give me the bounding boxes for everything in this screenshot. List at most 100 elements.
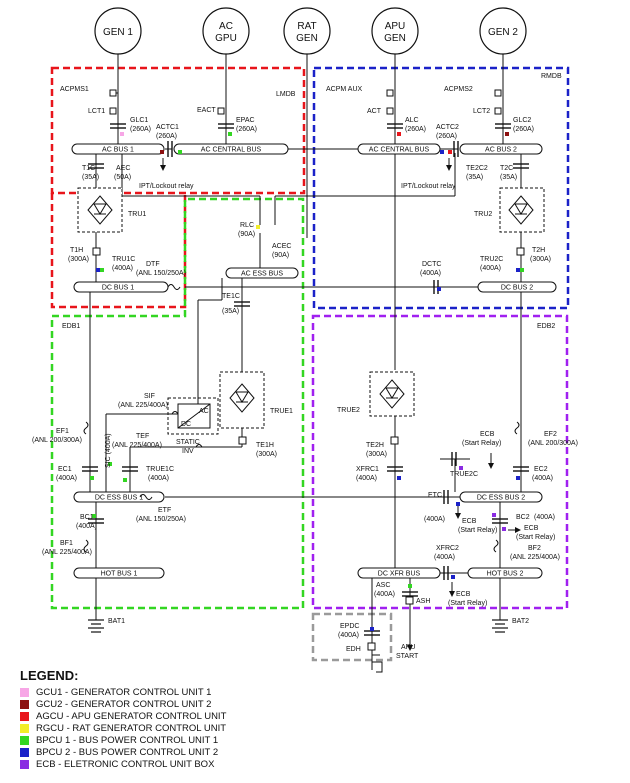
legend-swatch <box>20 687 29 697</box>
true2c-label: TRUE2C <box>450 471 478 478</box>
ac-central-bus-right <box>357 143 441 155</box>
t2h-rating: (300A) <box>530 256 551 263</box>
edb2-label: EDB2 <box>537 323 555 330</box>
t1h-label: T1H <box>70 247 83 254</box>
aec-rating: (50A) <box>114 174 131 181</box>
sif-label: SIF <box>144 393 155 400</box>
bc1-rating: (400A) <box>76 523 97 530</box>
legend-swatch <box>20 723 29 733</box>
eact-label: EACT <box>197 107 216 114</box>
ef1-label: EF1 <box>56 428 69 435</box>
dc-ess-bus-2-label: DC ESS BUS 2 <box>477 495 525 502</box>
t1c-label: T1C <box>82 165 95 172</box>
gen1-symbol: GEN 1 <box>94 7 142 55</box>
xfrc2-label: XFRC2 <box>436 545 459 552</box>
acpms2-label: ACPMS2 <box>444 86 473 93</box>
bf1-label: BF1 <box>60 540 73 547</box>
t1h-rating: (300A) <box>68 256 89 263</box>
glc1-rating: (260A) <box>130 126 151 133</box>
xfrc1-rating: (400A) <box>356 475 377 482</box>
asc-rating: (400A) <box>374 591 395 598</box>
wiring <box>89 54 522 670</box>
glc2-rating: (260A) <box>513 126 534 133</box>
actc2-rating: (260A) <box>436 133 457 140</box>
ipt-right-label: IPT/Lockout relay <box>401 183 456 190</box>
tru2c-rating: (400A) <box>480 265 501 272</box>
legend-item-label: AGCU - APU GENERATOR CONTROL UNIT <box>36 710 227 722</box>
terminals <box>92 247 525 651</box>
true1-label: TRUE1 <box>270 408 293 415</box>
ac-bus-1 <box>71 143 165 155</box>
dc-xfr-bus-label: DC XFR BUS <box>378 571 421 578</box>
svg-text:RAT: RAT <box>297 21 316 32</box>
lct1-label: LCT1 <box>88 108 105 115</box>
rmdb-zone <box>312 66 570 310</box>
act-label: ACT <box>367 108 382 115</box>
dtf-label: DTF <box>146 261 160 268</box>
legend-swatch <box>20 747 29 757</box>
actc1-label: ACTC1 <box>156 124 179 131</box>
contactors <box>82 123 529 636</box>
ac-bus-2 <box>459 143 543 155</box>
legend-swatch <box>20 711 29 721</box>
control-markers <box>90 132 524 631</box>
dc-ess-bus-2 <box>459 491 543 503</box>
sif-rating: (ANL 225/400A) <box>118 402 168 409</box>
legend-swatch <box>20 735 29 745</box>
ac-central-bus-left <box>173 143 289 155</box>
aec-label: AEC <box>116 165 130 172</box>
acec-label: ACEC <box>272 243 291 250</box>
epac-label: EPAC <box>236 117 255 124</box>
xfrc1-label: XFRC1 <box>356 466 379 473</box>
svg-text:GEN 2: GEN 2 <box>488 27 518 38</box>
svg-text:APU: APU <box>385 21 406 32</box>
actc1-rating: (260A) <box>156 133 177 140</box>
t1c-rating: (35A) <box>82 174 99 181</box>
ecb-c-label: ECB <box>524 525 539 532</box>
acec-rating: (90A) <box>272 252 289 259</box>
svg-text:GEN 1: GEN 1 <box>103 27 133 38</box>
acpm-aux-label: ACPM AUX <box>326 86 363 93</box>
rmdb-label: RMDB <box>541 73 562 80</box>
svg-text:GEN: GEN <box>384 33 406 44</box>
bc2-rating: (400A) <box>534 514 555 521</box>
legend-item: RGCU - RAT GENERATOR CONTROL UNIT <box>20 722 226 734</box>
actc2-label: ACTC2 <box>436 124 459 131</box>
dc-bus-1-label: DC BUS 1 <box>102 285 134 292</box>
dc-bus-2-label: DC BUS 2 <box>501 285 533 292</box>
alc-rating: (260A) <box>405 126 426 133</box>
tru2-label: TRU2 <box>474 211 492 218</box>
te2h-rating: (300A) <box>366 451 387 458</box>
true2-label: TRUE2 <box>337 407 360 414</box>
legend-item: BPCU 1 - BUS POWER CONTROL UNIT 1 <box>20 734 226 746</box>
te1h-rating: (300A) <box>256 451 277 458</box>
tru-boxes <box>77 187 545 435</box>
legend-item: AGCU - APU GENERATOR CONTROL UNIT <box>20 710 226 722</box>
legend-item: GCU2 - GENERATOR CONTROL UNIT 2 <box>20 698 226 710</box>
bat1-label: BAT1 <box>108 618 125 625</box>
te2c2-rating: (35A) <box>466 174 483 181</box>
t2h-label: T2H <box>532 247 545 254</box>
legend-item-label: ECB - ELETRONIC CONTROL UNIT BOX <box>36 758 215 770</box>
bf2-label: BF2 <box>528 545 541 552</box>
legend-item: BPCU 2 - BUS POWER CONTROL UNIT 2 <box>20 746 226 758</box>
battery-1-symbol <box>88 619 104 633</box>
te2c2-label: TE2C2 <box>466 165 488 172</box>
gen2-symbol: GEN 2 <box>479 7 527 55</box>
acpms1-label: ACPMS1 <box>60 86 89 93</box>
lct2-label: LCT2 <box>473 108 490 115</box>
tru1c-rating: (400A) <box>112 265 133 272</box>
ac-gpu-symbol: AC GPU <box>202 7 250 55</box>
legend-swatch <box>20 699 29 709</box>
ef2-label: EF2 <box>544 431 557 438</box>
dtf-rating: (ANL 150/250A) <box>136 270 186 277</box>
hot-bus-1 <box>73 567 165 579</box>
rlc-label: RLC <box>240 222 254 229</box>
tef-rating: (ANL 225/400A) <box>112 442 162 449</box>
te1c-rating: (35A) <box>222 308 239 315</box>
dc-bus-2 <box>477 281 557 293</box>
lmdb-zone <box>50 66 306 195</box>
ec2-rating: (400A) <box>532 475 553 482</box>
legend-item-label: BPCU 2 - BUS POWER CONTROL UNIT 2 <box>36 746 219 758</box>
etc-label: ETC <box>428 492 442 499</box>
